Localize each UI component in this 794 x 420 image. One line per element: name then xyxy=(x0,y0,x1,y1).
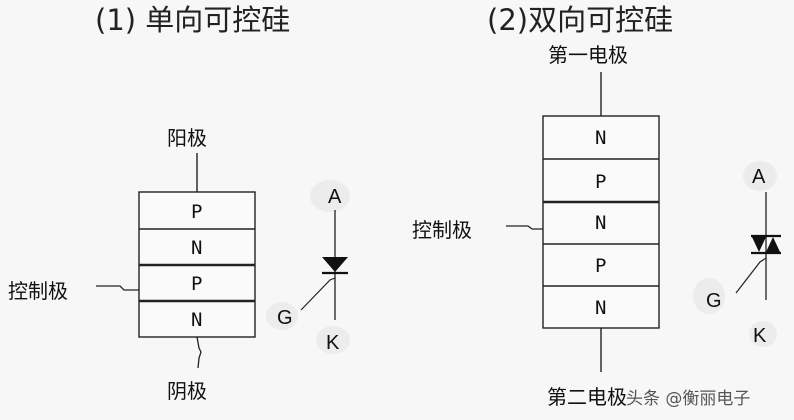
symbol-shadow xyxy=(743,161,777,191)
symbol-shadow xyxy=(266,302,298,330)
triac-layer-p2: P xyxy=(595,255,606,277)
watermark: 头条 @衡丽电子 xyxy=(626,389,750,409)
triac-symbol-g-label: G xyxy=(706,290,722,312)
triac-t2-label: 第二电极 xyxy=(547,385,627,409)
triac-layer-n1: N xyxy=(595,127,606,149)
scr-gate-label: 控制极 xyxy=(8,279,68,303)
triac-layer-n3: N xyxy=(595,297,606,319)
scr-title: (1) 单向可控硅 xyxy=(95,3,290,37)
scr-symbol-gate-label: G xyxy=(277,307,293,329)
scr-cathode-lead xyxy=(196,336,202,369)
triac-gate-lead xyxy=(506,225,543,230)
triac-layer-n2: N xyxy=(595,212,606,234)
scr-layer-n1: N xyxy=(191,237,202,259)
scr-symbol: A G K xyxy=(266,180,350,354)
symbol-shadow xyxy=(310,180,350,212)
scr-gate-lead xyxy=(96,285,139,291)
triac-title: (2)双向可控硅 xyxy=(487,3,673,37)
triac-triangle-down xyxy=(752,237,766,252)
triac-symbol-gate-wire xyxy=(735,257,767,294)
symbol-shadow xyxy=(316,326,350,354)
scr-symbol-anode-label: A xyxy=(328,186,342,208)
scr-layer-n2: N xyxy=(191,309,202,331)
triac-t1-label: 第一电极 xyxy=(548,43,628,67)
scr-diode-triangle xyxy=(322,257,348,272)
triac-layer-p1: P xyxy=(595,171,606,193)
triac-symbol-a-label: A xyxy=(752,166,766,188)
triac-symbol-k-label: K xyxy=(753,325,767,347)
scr-layer-p2: P xyxy=(191,273,202,295)
symbol-shadow xyxy=(749,321,777,347)
scr-symbol-cathode-label: K xyxy=(326,332,340,354)
triac-triangle-up xyxy=(766,237,780,252)
scr-anode-label: 阳极 xyxy=(167,126,207,150)
scr-cathode-label: 阴极 xyxy=(167,379,207,403)
triac-gate-label: 控制极 xyxy=(412,218,472,242)
scr-layer-p1: P xyxy=(191,201,202,223)
symbol-shadow xyxy=(693,278,725,314)
triac-symbol: A G K xyxy=(693,161,781,347)
scr-symbol-gate-wire xyxy=(300,277,336,311)
triac-body xyxy=(542,115,660,329)
